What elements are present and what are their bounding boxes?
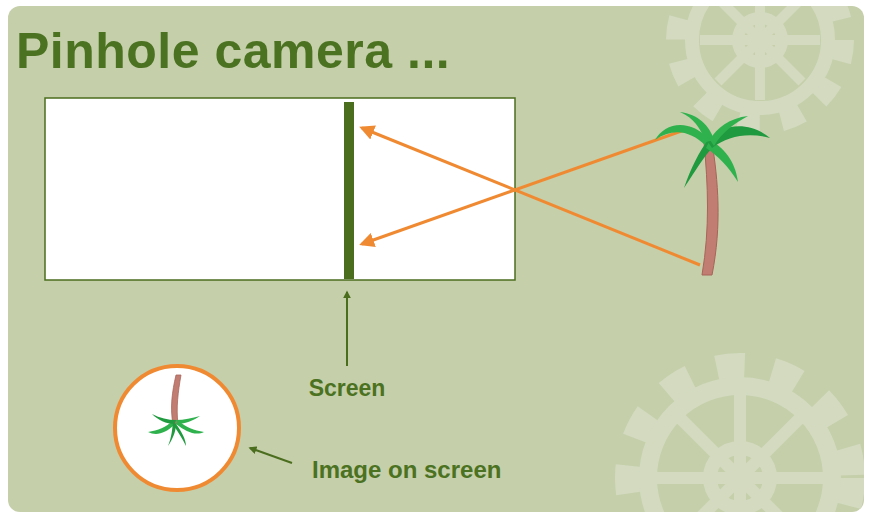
diagram-title: Pinhole camera ... (16, 22, 450, 80)
gear-decoration (628, 6, 852, 512)
image-circle (115, 366, 239, 490)
part-label: Image on screen (312, 456, 501, 484)
leader-line (346, 292, 348, 366)
part-label: Screen (297, 375, 397, 402)
light-ray (362, 128, 700, 265)
leader-line (250, 448, 292, 463)
palm-tree (655, 112, 770, 275)
camera-box (45, 98, 515, 280)
light-ray (362, 128, 690, 244)
screen-bar (344, 102, 354, 279)
inverted-palm-tree (148, 375, 204, 446)
